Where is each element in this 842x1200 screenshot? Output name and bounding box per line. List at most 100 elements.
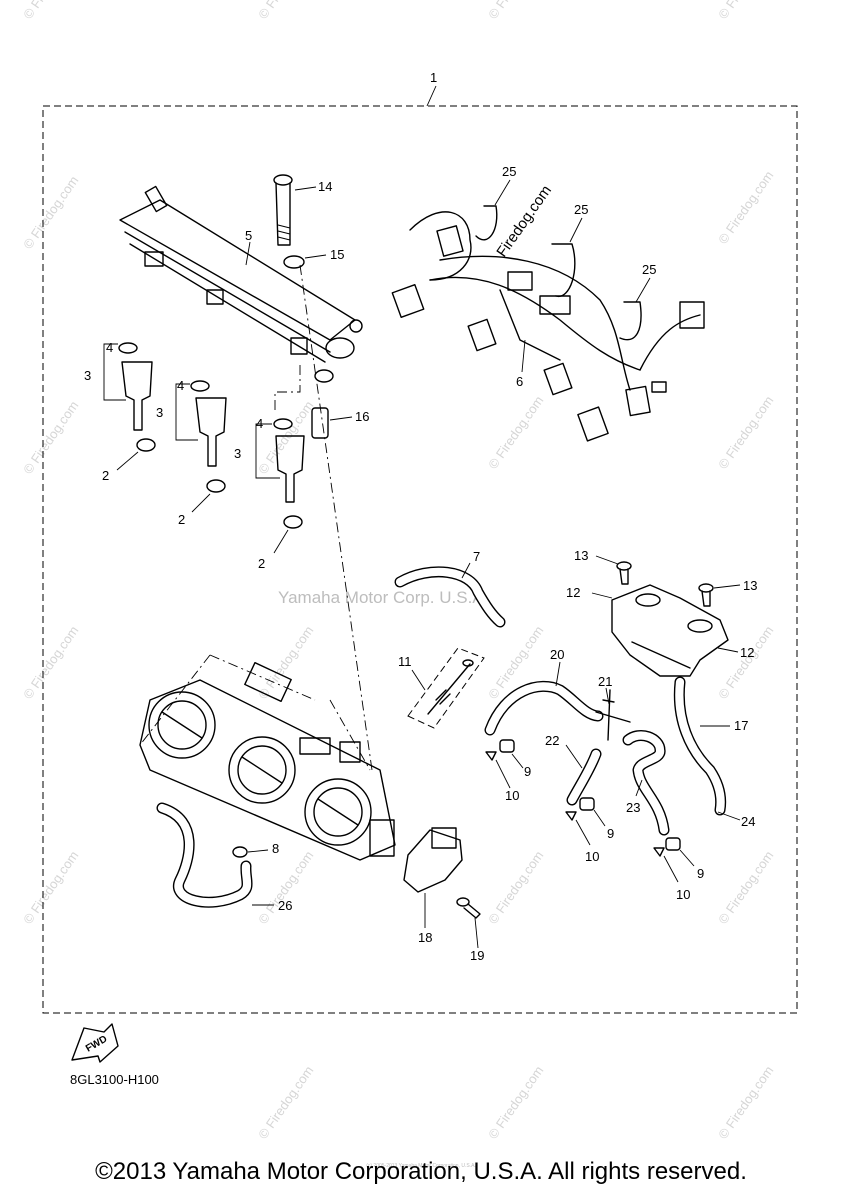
callout-16: 16 <box>355 409 369 424</box>
callout-8: 8 <box>272 841 279 856</box>
callout-5: 5 <box>245 228 252 243</box>
callout-2a: 2 <box>102 468 109 483</box>
callout-3a: 3 <box>84 368 91 383</box>
sensor-18 <box>403 827 463 893</box>
watermark: © Firedog.com <box>255 1063 316 1142</box>
clip-10a <box>485 751 497 761</box>
callout-6: 6 <box>516 374 523 389</box>
watermark: © Firedog.com <box>485 1063 546 1142</box>
leader-25b <box>569 217 583 243</box>
hose-23-inner <box>623 731 669 835</box>
hose-26-inner <box>157 803 252 907</box>
leader-10a <box>495 759 511 789</box>
callout-25c: 25 <box>642 262 656 277</box>
leader-7 <box>461 562 471 579</box>
drawing-code: 8GL3100-H100 <box>70 1072 159 1087</box>
leader-16 <box>329 416 353 421</box>
copyright-notice: ©2013 Yamaha Motor Corporation, U.S.A. A… <box>95 1158 747 1185</box>
watermark: © Firedog.com <box>255 848 316 927</box>
leader-2b <box>191 493 211 513</box>
fwd-arrow-icon: FWD <box>71 1023 119 1063</box>
callout-9a: 9 <box>524 764 531 779</box>
callout-25b: 25 <box>574 202 588 217</box>
throttle-body-outline <box>139 654 371 771</box>
leader-24 <box>717 811 741 821</box>
callout-15: 15 <box>330 247 344 262</box>
cap-9b <box>579 797 595 811</box>
callout-4c: 4 <box>256 416 263 431</box>
callout-11: 11 <box>398 654 412 669</box>
bolt-14 <box>273 174 293 246</box>
hose-17-inner <box>675 677 725 815</box>
bolt-13b <box>698 583 714 607</box>
cap-9a <box>499 739 515 753</box>
leader-9a <box>511 753 524 769</box>
leader-10b <box>575 819 591 846</box>
callout-12a: 12 <box>566 585 580 600</box>
callout-22: 22 <box>545 733 559 748</box>
watermark: © Firedog.com <box>715 623 776 702</box>
leader-2c <box>273 529 289 554</box>
leader-12b <box>717 647 739 653</box>
callout-4a: 4 <box>106 340 113 355</box>
leader-23 <box>635 779 643 797</box>
clip-10b <box>565 811 577 821</box>
hose-22-inner <box>567 749 601 805</box>
assembly-frame <box>42 105 798 1014</box>
watermark: © Firedog.com <box>485 0 546 22</box>
leader-8 <box>247 849 269 853</box>
leader-22 <box>565 744 583 769</box>
leader-6 <box>521 339 526 373</box>
watermark-firedog: Firedog.com <box>493 182 555 260</box>
callout-13a: 13 <box>574 548 588 563</box>
leader-11 <box>411 669 426 691</box>
leader-19 <box>474 917 479 949</box>
callout-10b: 10 <box>585 849 599 864</box>
watermark: © Firedog.com <box>715 393 776 472</box>
callout-17: 17 <box>734 718 748 733</box>
clamp-25c <box>619 301 642 341</box>
fuel-rail <box>119 185 363 383</box>
callout-2c: 2 <box>258 556 265 571</box>
watermark: © Firedog.com <box>485 848 546 927</box>
callout-24: 24 <box>741 814 755 829</box>
frame-11 <box>407 647 485 729</box>
centerline-injectors <box>274 365 301 412</box>
callout-7: 7 <box>473 549 480 564</box>
screw-11 <box>427 659 474 715</box>
washer-15 <box>283 255 305 269</box>
leader-2a <box>116 451 139 471</box>
watermark: © Firedog.com <box>20 173 81 252</box>
watermark: © Firedog.com <box>20 848 81 927</box>
clip-8 <box>232 846 248 858</box>
callout-23: 23 <box>626 800 640 815</box>
clip-10c <box>653 847 665 857</box>
callout-20: 20 <box>550 647 564 662</box>
watermark: © Firedog.com <box>20 623 81 702</box>
injector-2 <box>190 380 227 493</box>
callout-13b: 13 <box>743 578 757 593</box>
watermark: © Firedog.com <box>715 0 776 22</box>
bolt-13a <box>616 561 632 585</box>
bracket-3c <box>255 423 280 479</box>
injector-3 <box>273 418 305 529</box>
fine-print: (c) 2005-2013 Yamaha Motor Corporation, … <box>366 1163 476 1169</box>
callout-9c: 9 <box>697 866 704 881</box>
callout-18: 18 <box>418 930 432 945</box>
watermark: © Firedog.com <box>255 0 316 22</box>
leader-9c <box>679 849 695 867</box>
hose-7-inner <box>395 567 505 627</box>
callout-21: 21 <box>598 674 612 689</box>
callout-4b: 4 <box>177 378 184 393</box>
leader-5 <box>245 241 251 266</box>
bracket-3b <box>175 383 198 441</box>
leader-9b <box>593 809 606 827</box>
leader-13a <box>595 555 619 565</box>
callout-9b: 9 <box>607 826 614 841</box>
callout-26: 26 <box>278 898 292 913</box>
callout-3b: 3 <box>156 405 163 420</box>
bracket-12 <box>611 584 729 677</box>
collar-16 <box>311 407 329 439</box>
watermark: © Firedog.com <box>20 398 81 477</box>
